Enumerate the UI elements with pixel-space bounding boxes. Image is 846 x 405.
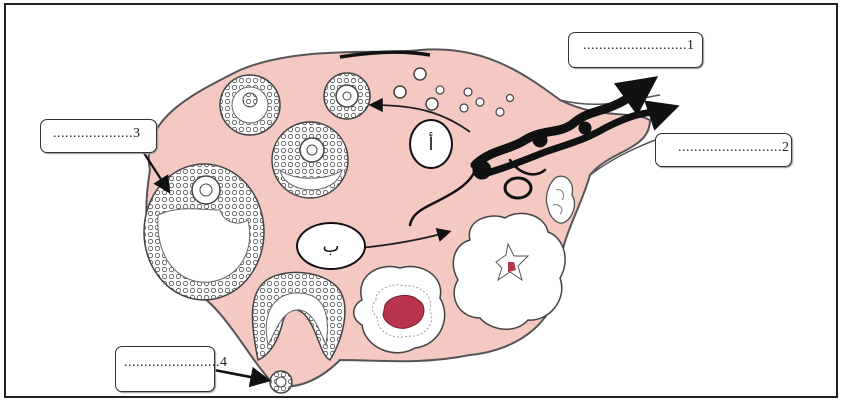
- corpus-luteum-mature: [453, 213, 565, 329]
- released-ovum: [270, 371, 292, 393]
- label-text-2: ..........................2: [678, 140, 790, 156]
- tertiary-follicle: [272, 122, 348, 198]
- label-box-1[interactable]: ..........................1: [568, 32, 703, 68]
- label-box-2[interactable]: ..........................2: [655, 133, 792, 167]
- stage-marker-beh-text: ب: [323, 236, 340, 257]
- label-text-4: ........................4: [124, 355, 228, 371]
- corpus-albicans: [546, 176, 574, 223]
- label-box-4[interactable]: ........................4: [115, 346, 215, 392]
- label-text-1: ..........................1: [583, 38, 695, 54]
- stage-marker-alef: أ: [409, 119, 453, 169]
- stage-marker-alef-text: أ: [428, 134, 433, 155]
- stage-marker-beh: ب: [296, 222, 366, 270]
- secondary-follicle: [220, 75, 280, 135]
- pointer-arrow-4: [214, 370, 266, 380]
- graafian-follicle: [144, 164, 264, 300]
- primary-follicle: [324, 73, 370, 119]
- label-text-3: ....................3: [53, 126, 141, 142]
- label-box-3[interactable]: ....................3: [40, 119, 157, 153]
